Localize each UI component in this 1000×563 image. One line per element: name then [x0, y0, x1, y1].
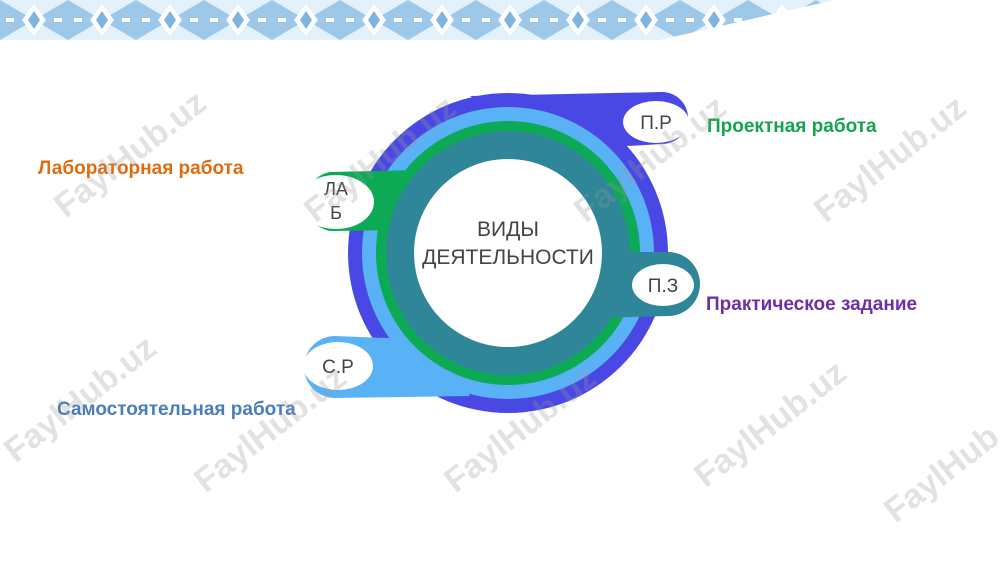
label-practical-task: Практическое задание [706, 294, 918, 315]
node-project-abbr: П.Р [640, 113, 672, 134]
label-project-work: Проектная работа [707, 116, 877, 137]
center-circle [414, 159, 602, 347]
node-self-abbr: С.Р [322, 357, 354, 378]
decorative-banner [0, 0, 1000, 40]
node-project[interactable]: П.Р [623, 101, 689, 143]
center-title-line2: ДЕЯТЕЛЬНОСТИ [422, 246, 594, 269]
node-self[interactable]: С.Р [303, 342, 373, 390]
node-lab-abbr-line1: ЛА [324, 179, 348, 199]
node-practical[interactable]: П.З [632, 264, 694, 306]
label-laboratory-work: Лабораторная работа [38, 158, 244, 179]
center-title-line1: ВИДЫ [477, 218, 539, 241]
label-independent-work: Самостоятельная работа [57, 399, 296, 420]
node-lab-abbr-line2: Б [330, 203, 342, 223]
node-practical-abbr: П.З [648, 276, 678, 297]
node-lab[interactable]: ЛА Б [298, 175, 374, 229]
